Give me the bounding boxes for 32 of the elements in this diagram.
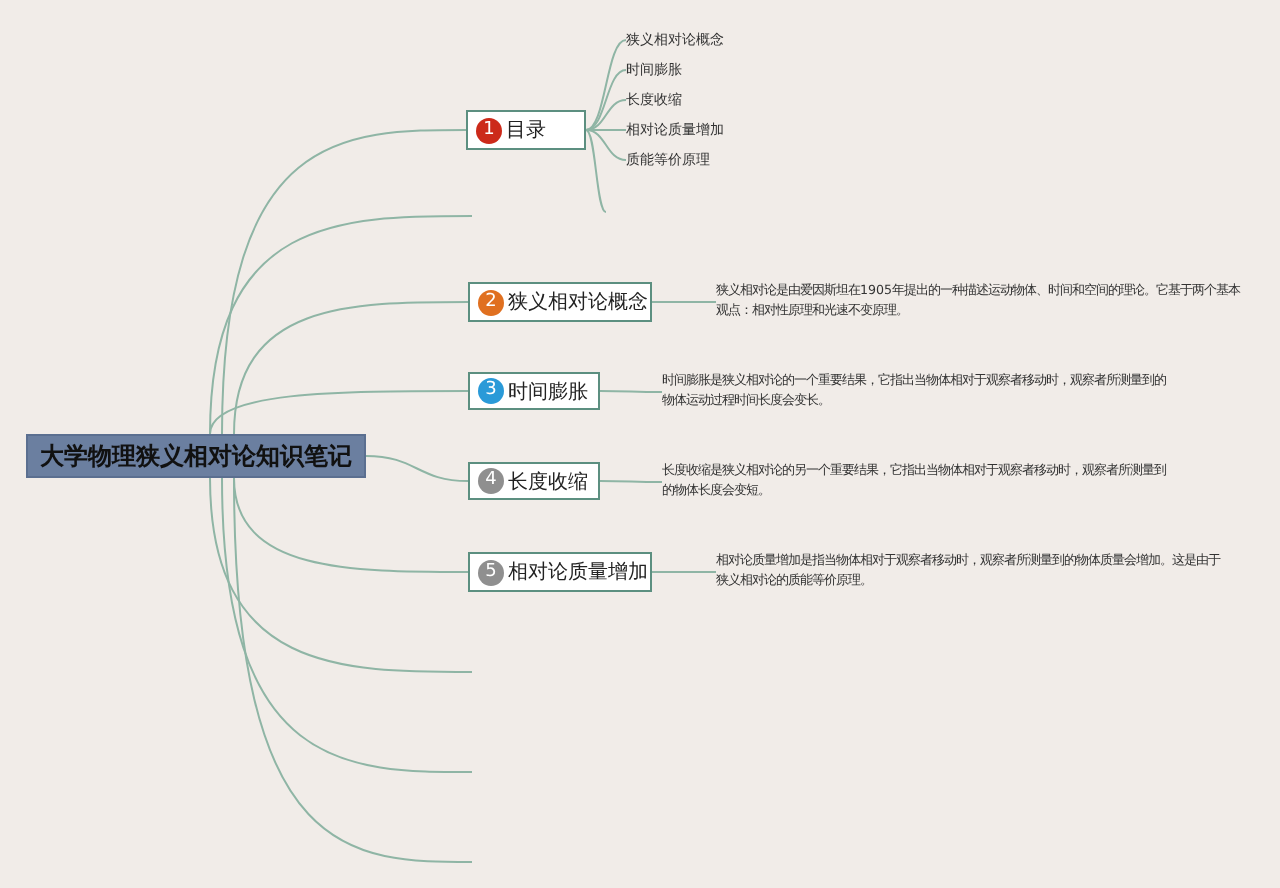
number-badge: 4 <box>478 468 504 494</box>
topic-label: 目录 <box>506 118 546 144</box>
branch-line <box>585 69 627 131</box>
branch-line <box>209 215 473 435</box>
branch-line <box>221 477 473 773</box>
number-badge: 5 <box>478 559 504 585</box>
number-badge: 1 <box>476 117 502 143</box>
branch-line <box>585 39 627 131</box>
topic-box <box>468 282 652 322</box>
topic-box <box>468 462 600 500</box>
branch-line <box>209 477 473 673</box>
root-topic-box: 大学物理狭义相对论知识笔记 <box>26 434 366 478</box>
topic-label: 长度收缩 <box>508 469 588 495</box>
branch-line <box>221 129 467 435</box>
branch-line <box>585 129 627 161</box>
branch-line <box>599 480 663 483</box>
topic-label: 相对论质量增加 <box>508 559 648 586</box>
branch-line <box>233 301 469 435</box>
topic-label: 时间膨胀 <box>508 379 588 405</box>
branch-line <box>651 571 717 573</box>
topic-box <box>468 552 652 592</box>
branch-line <box>585 129 607 213</box>
branch-line <box>599 390 663 393</box>
number-badge: 2 <box>478 289 504 315</box>
number-badge: 3 <box>478 378 504 404</box>
topic-box <box>466 110 586 150</box>
branch-line <box>651 301 717 303</box>
branch-line <box>365 455 469 482</box>
topic-label: 狭义相对论概念 <box>508 289 648 316</box>
topic-box <box>468 372 600 410</box>
branch-line <box>233 477 473 863</box>
branch-line <box>209 390 469 435</box>
